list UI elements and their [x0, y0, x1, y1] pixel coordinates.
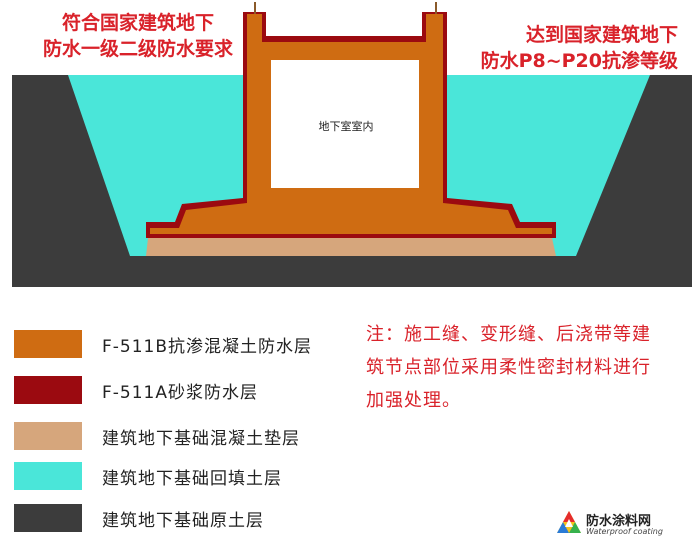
- legend-label: 建筑地下基础原土层: [102, 511, 264, 531]
- legend-swatch: [14, 504, 82, 532]
- legend-swatch: [14, 376, 82, 404]
- logo-subtitle: Waterproof coating: [586, 527, 663, 536]
- basement-room-label: 地下室室内: [318, 120, 374, 133]
- logo-icon: [557, 511, 581, 533]
- legend-label: F-511A砂浆防水层: [102, 383, 258, 403]
- legend-label: F-511B抗渗混凝土防水层: [102, 337, 313, 357]
- callout-right: 达到国家建筑地下 防水P8~P20抗渗等级: [480, 24, 678, 72]
- foundation-cross-section-diagram: [12, 2, 692, 287]
- logo-name: 防水涂料网: [586, 514, 652, 529]
- legend-swatch: [14, 330, 82, 358]
- legend-label: 建筑地下基础回填土层: [102, 469, 282, 489]
- basement-interior: [271, 60, 419, 188]
- legend-swatch: [14, 462, 82, 490]
- construction-note: 注：施工缝、变形缝、后浇带等建筑节点部位采用柔性密封材料进行加强处理。: [366, 324, 651, 411]
- callout-left: 符合国家建筑地下 防水一级二级防水要求: [42, 12, 233, 60]
- legend-swatch: [14, 422, 82, 450]
- site-logo: 防水涂料网 Waterproof coating: [556, 508, 696, 540]
- legend-label: 建筑地下基础混凝土垫层: [102, 429, 300, 449]
- concrete-cushion-layer: [146, 238, 556, 256]
